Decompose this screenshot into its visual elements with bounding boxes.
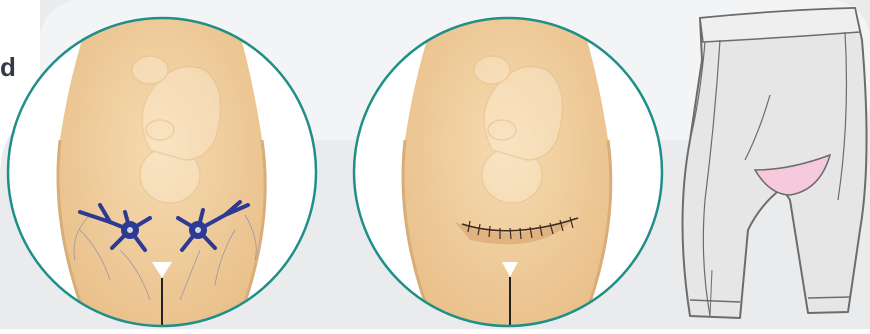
cropped-heading-text: d [0, 52, 16, 83]
